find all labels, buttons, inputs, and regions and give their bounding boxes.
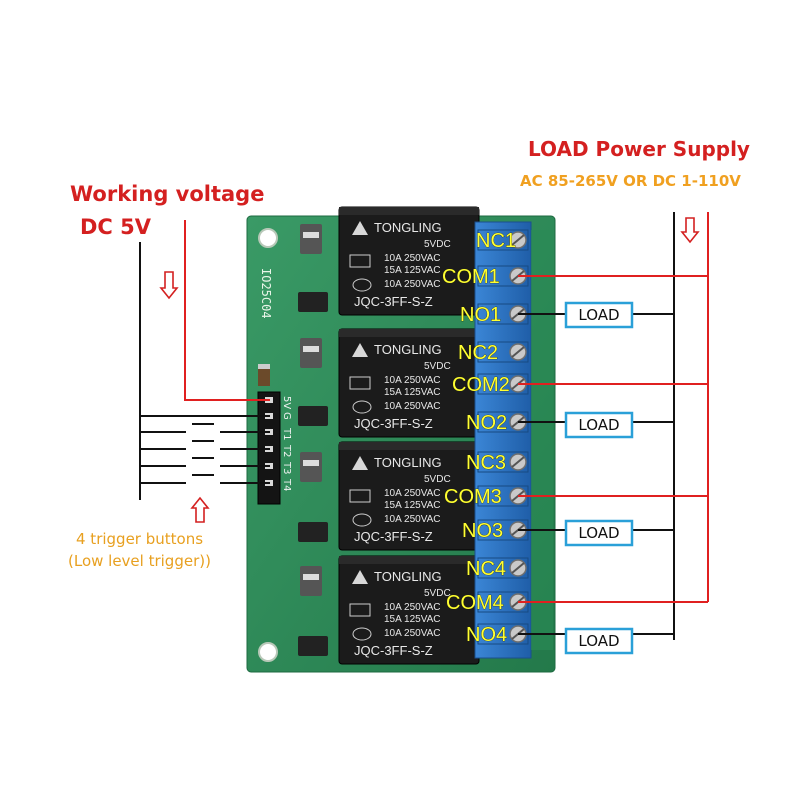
load-branch-wires bbox=[518, 275, 708, 635]
load-label: LOAD bbox=[578, 416, 619, 434]
tongling-logo-icon bbox=[352, 570, 368, 584]
supply-range-label: AC 85-265V OR DC 1-110V bbox=[520, 172, 741, 190]
relay-model: JQC-3FF-S-Z bbox=[354, 643, 433, 658]
relay-rating-1: 10A 250VAC bbox=[384, 253, 441, 264]
terminal-label-no1: NO1 bbox=[460, 304, 501, 326]
board-components bbox=[258, 224, 328, 656]
pin-label: 5V bbox=[281, 396, 292, 409]
relay-model: JQC-3FF-S-Z bbox=[354, 416, 433, 431]
terminal-label-nc3: NC3 bbox=[466, 452, 506, 474]
cqc-mark-icon bbox=[352, 278, 372, 292]
load-boxes: LOAD LOAD LOAD LOAD bbox=[564, 301, 634, 655]
load-label: LOAD bbox=[578, 632, 619, 650]
relay-voltage: 5VDC bbox=[424, 361, 451, 372]
arrow-down-icon bbox=[680, 217, 700, 244]
relay-voltage: 5VDC bbox=[424, 239, 451, 250]
load-box-2: LOAD bbox=[564, 411, 634, 439]
tongling-logo-icon bbox=[352, 343, 368, 357]
load-box-1: LOAD bbox=[564, 301, 634, 329]
ul-mark-icon bbox=[349, 254, 371, 268]
load-label: LOAD bbox=[578, 306, 619, 324]
relay-rating-3: 10A 250VAC bbox=[384, 279, 441, 290]
working-voltage-title: Working voltage bbox=[70, 182, 264, 206]
terminal-label-no3: NO3 bbox=[462, 520, 503, 542]
control-wiring bbox=[139, 220, 270, 500]
relay-rating-2: 15A 125VAC bbox=[384, 500, 441, 511]
trigger-caption-line2: (Low level trigger)) bbox=[68, 552, 211, 570]
relay-voltage: 5VDC bbox=[424, 588, 451, 599]
relay-rating-2: 15A 125VAC bbox=[384, 265, 441, 276]
relay-rating-3: 10A 250VAC bbox=[384, 514, 441, 525]
cqc-mark-icon bbox=[352, 513, 372, 527]
load-power-supply-title: LOAD Power Supply bbox=[528, 137, 750, 161]
mount-hole-top bbox=[258, 228, 278, 248]
mount-hole-bottom bbox=[258, 642, 278, 662]
load-label: LOAD bbox=[578, 524, 619, 542]
relay-rating-1: 10A 250VAC bbox=[384, 375, 441, 386]
relay-rating-3: 10A 250VAC bbox=[384, 628, 441, 639]
terminal-label-nc4: NC4 bbox=[466, 558, 506, 580]
trigger-button-lines bbox=[140, 423, 270, 484]
pin-label: G bbox=[281, 412, 292, 420]
relay-model: JQC-3FF-S-Z bbox=[354, 294, 433, 309]
ul-mark-icon bbox=[349, 489, 371, 503]
relay-voltage: 5VDC bbox=[424, 474, 451, 485]
tongling-logo-icon bbox=[352, 456, 368, 470]
trigger-caption-line1: 4 trigger buttons bbox=[76, 530, 203, 548]
relay-model: JQC-3FF-S-Z bbox=[354, 529, 433, 544]
pin-label: T1 bbox=[281, 427, 292, 440]
relay-brand: TONGLING bbox=[374, 569, 442, 584]
ul-mark-icon bbox=[349, 603, 371, 617]
relay-brand: TONGLING bbox=[374, 220, 442, 235]
terminal-label-com2: COM2 bbox=[452, 374, 510, 396]
cqc-mark-icon bbox=[352, 627, 372, 641]
terminal-label-com1: COM1 bbox=[442, 266, 500, 288]
ul-mark-icon bbox=[349, 376, 371, 390]
terminal-label-nc2: NC2 bbox=[458, 342, 498, 364]
relay-rating-1: 10A 250VAC bbox=[384, 488, 441, 499]
relay-rating-1: 10A 250VAC bbox=[384, 602, 441, 613]
relay-brand: TONGLING bbox=[374, 342, 442, 357]
terminal-label-com3: COM3 bbox=[444, 486, 502, 508]
relay-rating-2: 15A 125VAC bbox=[384, 387, 441, 398]
dc-5v-label: DC 5V bbox=[80, 215, 152, 239]
pin-label: T3 bbox=[281, 461, 292, 474]
load-box-3: LOAD bbox=[564, 519, 634, 547]
cqc-mark-icon bbox=[352, 400, 372, 414]
arrow-down-icon bbox=[159, 271, 179, 300]
relay-rating-3: 10A 250VAC bbox=[384, 401, 441, 412]
pin-label: T4 bbox=[281, 478, 292, 491]
board-label: IO25C04 bbox=[259, 268, 273, 319]
wire-5v-red bbox=[184, 220, 270, 401]
arrow-up-icon bbox=[190, 496, 210, 523]
relay-rating-2: 15A 125VAC bbox=[384, 614, 441, 625]
screw-terminal-block bbox=[474, 221, 553, 659]
relay-brand: TONGLING bbox=[374, 455, 442, 470]
terminal-label-no2: NO2 bbox=[466, 412, 507, 434]
pin-label: T2 bbox=[281, 444, 292, 457]
load-box-4: LOAD bbox=[564, 627, 634, 655]
terminal-label-no4: NO4 bbox=[466, 624, 507, 646]
terminal-label-com4: COM4 bbox=[446, 592, 504, 614]
terminal-label-nc1: NC1 bbox=[476, 230, 516, 252]
tongling-logo-icon bbox=[352, 221, 368, 235]
